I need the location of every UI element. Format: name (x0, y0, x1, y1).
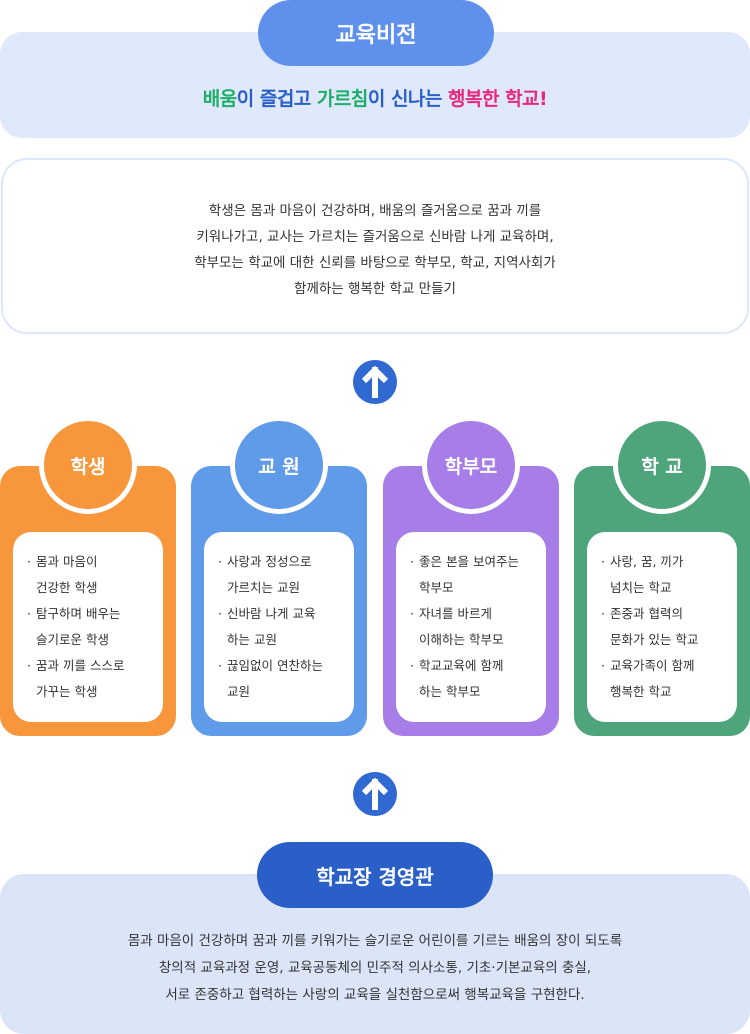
slogan-part: 배움 (202, 88, 237, 110)
description-line: 학부모는 학교에 대한 신뢰를 바탕으로 학부모, 학교, 지역사회가 (194, 255, 556, 271)
card-title-teacher: 교 원 (230, 416, 328, 514)
vision-description: 학생은 몸과 마음이 건강하며, 배움의 즐거움으로 꿈과 끼를 키워나가고, … (0, 198, 750, 302)
vision-title: 교육비전 (258, 0, 494, 66)
principal-description: 몸과 마음이 건강하며 꿈과 끼를 키워가는 슬기로운 어린이를 기르는 배움의… (0, 928, 750, 1009)
description-line: 학생은 몸과 마음이 건강하며, 배움의 즐거움으로 꿈과 끼를 (208, 203, 542, 219)
card-title-student: 학생 (39, 416, 137, 514)
principal-line: 서로 존중하고 협력하는 사랑의 교육을 실천함으로써 행복교육을 구현한다. (165, 987, 585, 1003)
slogan-part: 이 즐겁고 (236, 88, 317, 110)
slogan-part: 행복한 학교! (448, 88, 548, 110)
principal-line: 몸과 마음이 건강하며 꿈과 끼를 키워가는 슬기로운 어린이를 기르는 배움의… (127, 933, 623, 949)
card-title-parent: 학부모 (422, 416, 520, 514)
slogan-part: 가르침 (316, 88, 368, 110)
slogan-part: 이 신나는 (367, 88, 449, 110)
vision-slogan: 배움이 즐겁고 가르침이 신나는 행복한 학교! (0, 84, 750, 111)
description-line: 함께하는 행복한 학교 만들기 (294, 281, 456, 297)
card-title-school: 학 교 (613, 416, 711, 514)
description-line: 키워나가고, 교사는 가르치는 즐거움으로 신바람 나게 교육하며, (196, 229, 554, 245)
vision-description-box (1, 158, 749, 334)
principal-title: 학교장 경영관 (257, 842, 493, 908)
arrow-up-icon (353, 360, 397, 404)
principal-line: 창의적 교육과정 운영, 교육공동체의 민주적 의사소통, 기초·기본교육의 충… (158, 960, 592, 976)
arrow-up-icon (353, 772, 397, 816)
list-item: 학교교육에 함께하는 학부모 (410, 653, 550, 705)
